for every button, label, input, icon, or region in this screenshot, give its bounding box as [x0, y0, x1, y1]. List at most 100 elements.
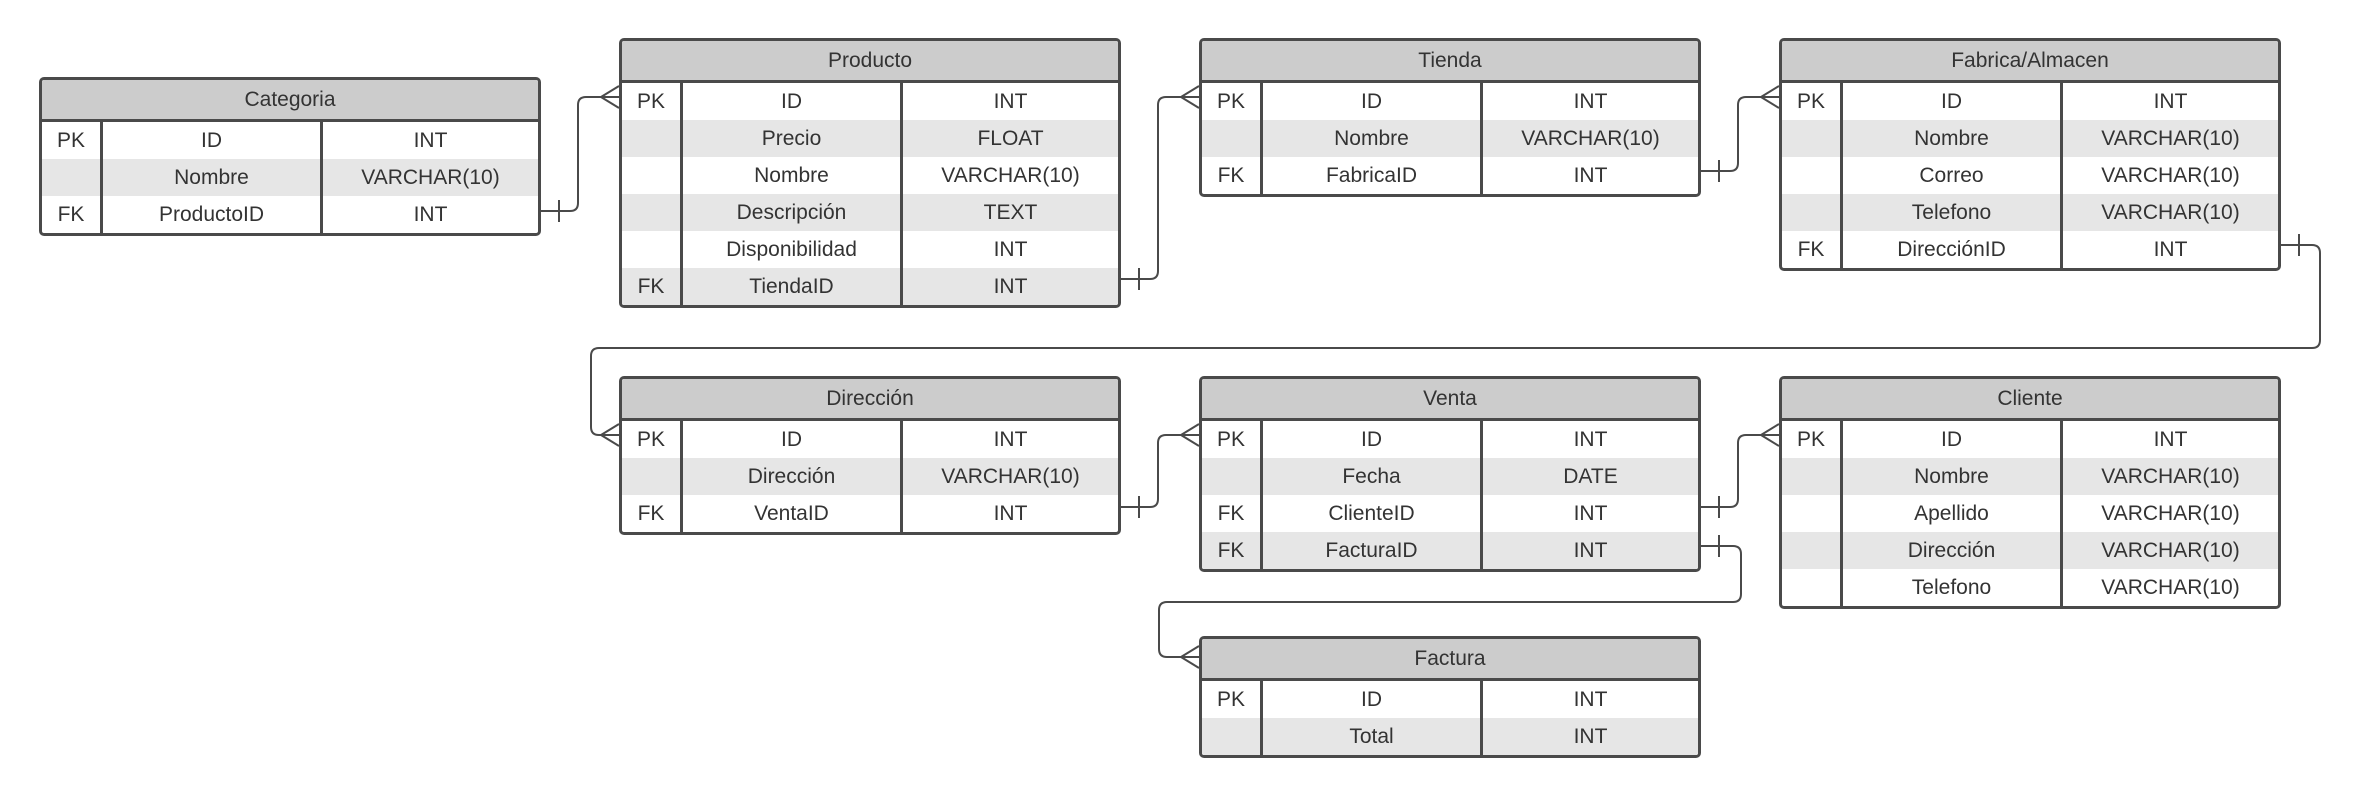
field-row: Nombre VARCHAR(10) — [1782, 458, 2278, 495]
field-key: PK — [1782, 421, 1843, 458]
entity-title: Factura — [1202, 639, 1698, 681]
field-key — [1782, 458, 1843, 495]
field-type: INT — [1573, 725, 1608, 748]
field-type: VARCHAR(10) — [2101, 127, 2240, 150]
field-name: FabricaID — [1263, 157, 1483, 194]
field-name: ID — [683, 421, 903, 458]
field-key: FK — [622, 268, 683, 305]
field-name: Precio — [683, 120, 903, 157]
field-key — [622, 120, 683, 157]
field-name: Nombre — [103, 159, 323, 196]
field-name: Descripción — [683, 194, 903, 231]
field-key: PK — [42, 122, 103, 159]
field-key: PK — [1202, 83, 1263, 120]
field-type: VARCHAR(10) — [941, 465, 1080, 488]
field-key — [622, 157, 683, 194]
field-name: ID — [103, 122, 323, 159]
field-key — [622, 194, 683, 231]
field-type: TEXT — [983, 201, 1038, 224]
field-type: DATE — [1563, 465, 1618, 488]
field-type: VARCHAR(10) — [2101, 164, 2240, 187]
field-type: VARCHAR(10) — [2101, 201, 2240, 224]
field-name: Nombre — [1843, 120, 2063, 157]
field-row: Nombre VARCHAR(10) — [42, 159, 538, 196]
field-type: VARCHAR(10) — [1521, 127, 1660, 150]
field-type: INT — [2153, 238, 2188, 261]
relationship-venta-factura — [1158, 535, 1742, 669]
relationship-tienda-fabrica — [1701, 85, 1780, 182]
field-key — [1782, 532, 1843, 569]
field-row: Telefono VARCHAR(10) — [1782, 194, 2278, 231]
field-type: INT — [2153, 428, 2188, 451]
entity-title: Cliente — [1782, 379, 2278, 421]
relationship-venta-cliente — [1701, 423, 1780, 518]
field-key: PK — [622, 83, 683, 120]
field-type: INT — [1573, 539, 1608, 562]
field-key — [42, 159, 103, 196]
relationship-producto-tienda — [1121, 85, 1200, 290]
field-type: INT — [2153, 90, 2188, 113]
field-name: ProductoID — [103, 196, 323, 233]
entity-title: Fabrica/Almacen — [1782, 41, 2278, 83]
field-name: ID — [683, 83, 903, 120]
field-type: VARCHAR(10) — [2101, 576, 2240, 599]
field-key — [1782, 157, 1843, 194]
field-key — [1782, 495, 1843, 532]
field-name: VentaID — [683, 495, 903, 532]
field-key — [1202, 120, 1263, 157]
field-name: ID — [1263, 681, 1483, 718]
field-type: INT — [413, 129, 448, 152]
field-name: Telefono — [1843, 194, 2063, 231]
field-row: Dirección VARCHAR(10) — [622, 458, 1118, 495]
entity-title: Dirección — [622, 379, 1118, 421]
field-key: PK — [1782, 83, 1843, 120]
field-name: Dirección — [683, 458, 903, 495]
field-type: INT — [993, 238, 1028, 261]
field-type: INT — [1573, 428, 1608, 451]
field-type: VARCHAR(10) — [2101, 502, 2240, 525]
entity-title: Venta — [1202, 379, 1698, 421]
field-key: FK — [1202, 532, 1263, 569]
many-marker — [1760, 85, 1780, 109]
relationship-direccion-venta — [1121, 423, 1200, 518]
field-type: VARCHAR(10) — [2101, 465, 2240, 488]
field-type: VARCHAR(10) — [2101, 539, 2240, 562]
relationship-fabrica-direccion — [590, 234, 2321, 447]
field-row: Total INT — [1202, 718, 1698, 755]
field-row: Descripción TEXT — [622, 194, 1118, 231]
field-key — [1782, 569, 1843, 606]
many-marker — [600, 85, 620, 109]
field-type: VARCHAR(10) — [361, 166, 500, 189]
many-marker — [600, 423, 620, 447]
many-marker — [1180, 423, 1200, 447]
field-key: PK — [1202, 681, 1263, 718]
field-name: Nombre — [1263, 120, 1483, 157]
field-key: PK — [1202, 421, 1263, 458]
field-name: Total — [1263, 718, 1483, 755]
field-name: Nombre — [1843, 458, 2063, 495]
relationship-categoria-producto — [541, 85, 620, 222]
field-row: Nombre VARCHAR(10) — [1202, 120, 1698, 157]
